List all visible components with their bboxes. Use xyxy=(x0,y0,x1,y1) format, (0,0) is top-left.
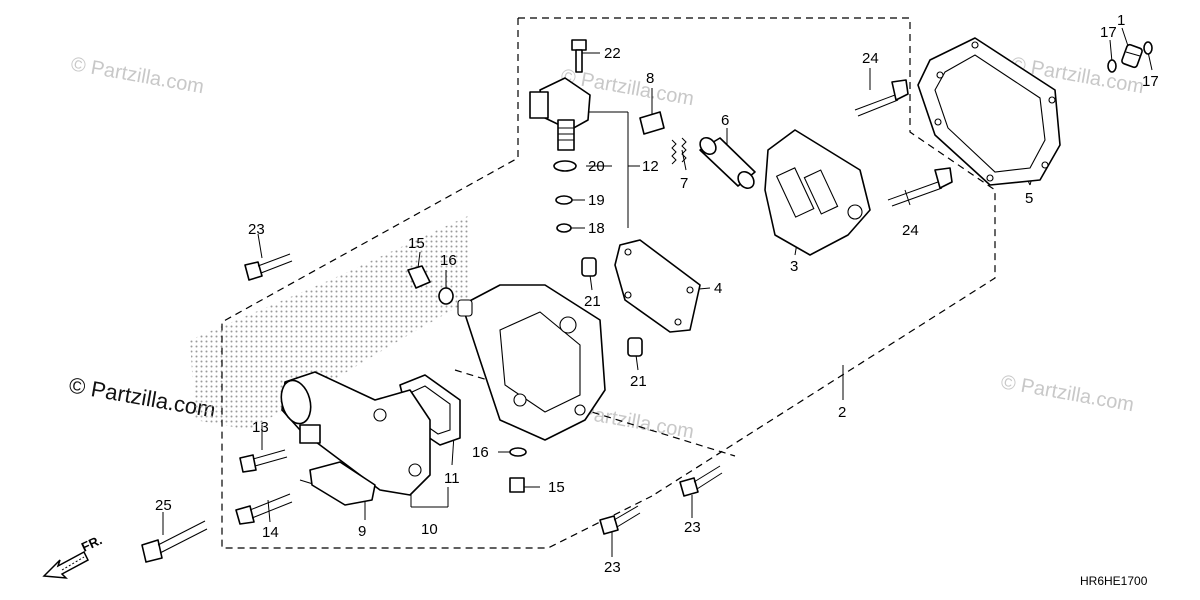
part-19-oring xyxy=(555,195,573,205)
part-10-solenoid xyxy=(280,371,431,496)
part-24-bolt-lower xyxy=(887,167,953,207)
part-23-bolt-upper xyxy=(244,253,293,281)
callout-7: 7 xyxy=(680,175,688,192)
part-22-bolt xyxy=(571,39,587,73)
callout-23-right: 23 xyxy=(684,519,701,536)
callout-labels: 1 17 17 5 24 24 3 4 6 7 8 22 20 12 19 18… xyxy=(155,12,1159,576)
front-arrow-label: FR. xyxy=(79,532,104,554)
callout-17-left: 17 xyxy=(1100,24,1117,41)
shaded-region xyxy=(190,215,470,430)
part-17-washers xyxy=(1107,41,1153,73)
assembly-outline-lower xyxy=(221,18,653,549)
part-15-plug-lower xyxy=(509,477,525,493)
part-16-washer-upper xyxy=(438,287,454,305)
front-arrow-icon xyxy=(42,550,89,579)
part-21-dowel-lower xyxy=(627,337,643,357)
part-4-plate xyxy=(614,239,701,333)
diagram-code: HR6HE1700 xyxy=(1080,574,1148,588)
callout-1: 1 xyxy=(1117,12,1125,29)
callout-23-bottom: 23 xyxy=(604,559,621,576)
part-16-washer-lower xyxy=(509,447,527,457)
callout-13: 13 xyxy=(252,419,269,436)
callout-6: 6 xyxy=(721,112,729,129)
part-14-bolt xyxy=(235,493,293,525)
watermark: © Partzilla.com xyxy=(999,371,1136,416)
part-9-bracket xyxy=(309,461,376,506)
callout-21-upper: 21 xyxy=(584,293,601,310)
callout-17-right: 17 xyxy=(1142,73,1159,90)
callout-20: 20 xyxy=(588,158,605,175)
callout-23-upper: 23 xyxy=(248,221,265,238)
part-23-bolt-right xyxy=(679,465,723,497)
part-20-washer xyxy=(553,160,577,172)
part-23-bolt-bottom xyxy=(599,505,641,535)
part-21-dowel-upper xyxy=(581,257,597,277)
part-3-valve-cover xyxy=(764,129,871,256)
part-25-bolt xyxy=(141,520,208,563)
part-6-spool-valve xyxy=(699,136,756,190)
callout-9: 9 xyxy=(358,523,366,540)
callout-12: 12 xyxy=(642,158,659,175)
callout-5: 5 xyxy=(1025,190,1033,207)
part-12-solenoid xyxy=(529,77,591,151)
callout-3: 3 xyxy=(790,258,798,275)
assembly-outline-upper xyxy=(518,17,996,497)
part-5-gasket xyxy=(917,37,1061,186)
part-7-spring xyxy=(671,137,687,165)
callout-24-lower: 24 xyxy=(902,222,919,239)
part-2-valve-body xyxy=(457,284,606,441)
callout-18: 18 xyxy=(588,220,605,237)
callout-15-upper: 15 xyxy=(408,235,425,252)
callout-4: 4 xyxy=(714,280,722,297)
callout-10: 10 xyxy=(421,521,438,538)
part-18-oring xyxy=(556,223,572,233)
part-24-bolt-upper xyxy=(854,79,909,117)
part-8-clip xyxy=(639,111,665,135)
part-15-plug-upper xyxy=(407,265,431,289)
callout-25: 25 xyxy=(155,497,172,514)
callout-16-upper: 16 xyxy=(440,252,457,269)
watermark: © Partzilla.com xyxy=(69,53,206,98)
callout-2: 2 xyxy=(838,404,846,421)
callout-16-lower: 16 xyxy=(472,444,489,461)
callout-19: 19 xyxy=(588,192,605,209)
callout-24-upper: 24 xyxy=(862,50,879,67)
part-1-plug xyxy=(1121,43,1143,69)
callout-8: 8 xyxy=(646,70,654,87)
part-13-bolt xyxy=(239,449,288,473)
callout-15-lower: 15 xyxy=(548,479,565,496)
callout-21-lower: 21 xyxy=(630,373,647,390)
callout-11: 11 xyxy=(444,470,460,487)
callout-22: 22 xyxy=(604,45,621,62)
callout-14: 14 xyxy=(262,524,279,541)
